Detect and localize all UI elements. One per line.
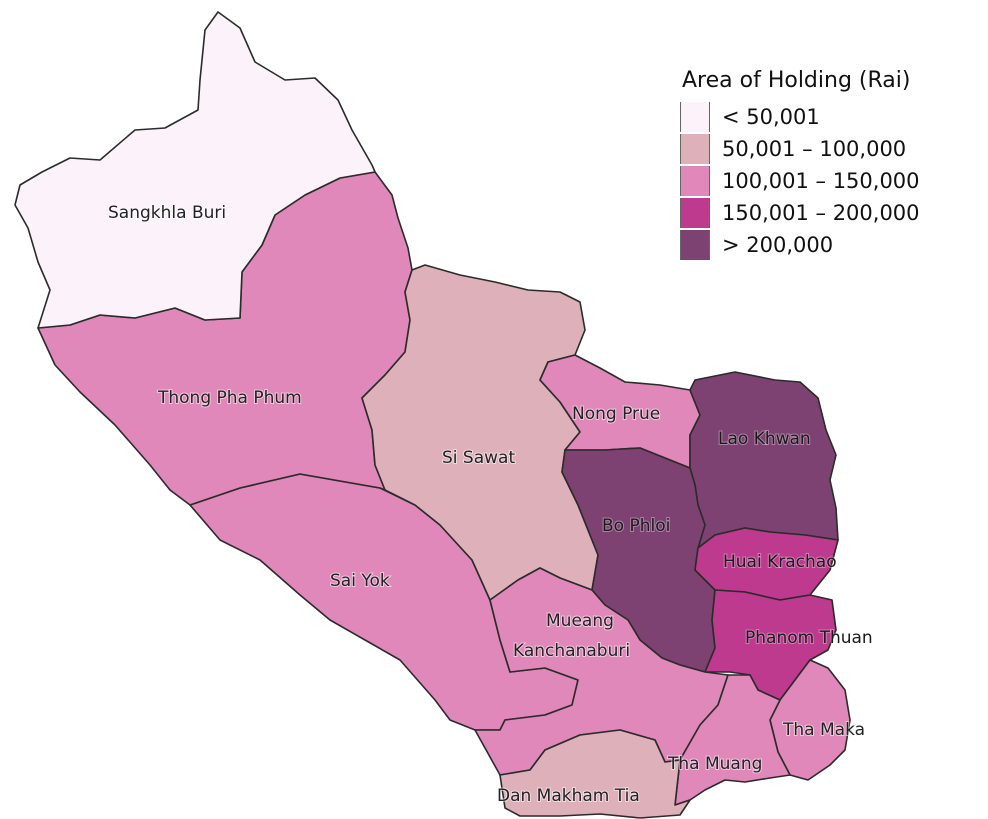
legend-label: 50,001 – 100,000 [722, 137, 907, 161]
label-sangkhla-buri: Sangkhla Buri [108, 203, 226, 223]
label-bo-phloi: Bo Phloi [602, 516, 670, 536]
label-si-sawat: Si Sawat [442, 448, 515, 468]
label-tha-muang: Tha Muang [667, 754, 762, 774]
district-sangkhla-buri[interactable] [14, 11, 376, 329]
label-phanom-thuan: Phanom Thuan [745, 628, 873, 648]
legend-swatch [680, 102, 710, 132]
legend-item: 100,001 – 150,000 [680, 165, 920, 197]
legend-label: < 50,001 [722, 105, 820, 129]
label-kanchanaburi: Kanchanaburi [513, 641, 630, 661]
label-lao-khwan: Lao Khwan [718, 429, 811, 449]
legend-item: < 50,001 [680, 101, 920, 133]
legend-swatch [680, 198, 710, 228]
legend-swatch [680, 230, 710, 260]
district-tha-muang[interactable] [674, 674, 791, 806]
legend-label: 100,001 – 150,000 [722, 169, 920, 193]
label-dan-makham-tia: Dan Makham Tia [497, 786, 640, 806]
legend-swatch [680, 134, 710, 164]
label-sai-yok: Sai Yok [330, 571, 390, 591]
legend-title: Area of Holding (Rai) [682, 68, 911, 93]
legend-swatch [680, 166, 710, 196]
legend-label: > 200,000 [722, 233, 834, 257]
legend-item: 150,001 – 200,000 [680, 197, 920, 229]
map-legend: Area of Holding (Rai) < 50,001 50,001 – … [680, 68, 920, 261]
legend-item: 50,001 – 100,000 [680, 133, 920, 165]
district-dan-makham-tia[interactable] [499, 729, 691, 819]
label-thong-pha-phum: Thong Pha Phum [157, 388, 302, 408]
label-mueang: Mueang [546, 611, 614, 631]
legend-item: > 200,000 [680, 229, 920, 261]
label-tha-maka: Tha Maka [782, 720, 865, 740]
label-huai-krachao: Huai Krachao [723, 552, 837, 572]
legend-label: 150,001 – 200,000 [722, 201, 920, 225]
label-nong-prue: Nong Prue [572, 404, 660, 424]
district-lao-khwan[interactable] [689, 371, 839, 549]
